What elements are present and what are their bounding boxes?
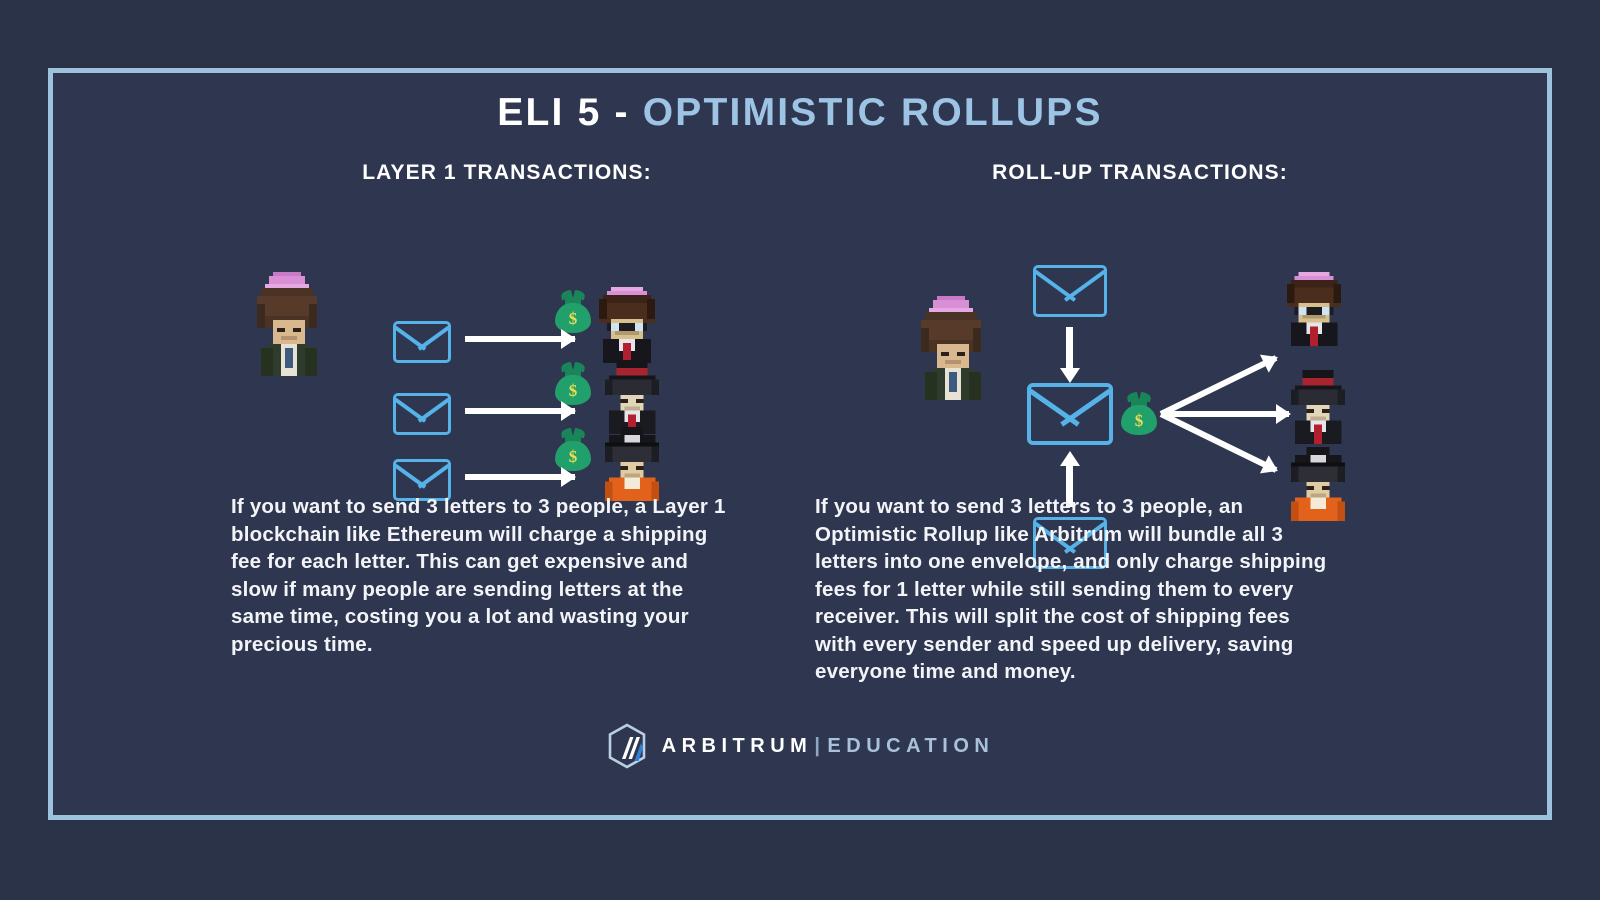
envelope-icon-1 [393,321,451,363]
speed-lines-bundle [987,393,1021,423]
receiver-avatar-tophat [604,360,660,434]
bag-body [555,303,591,333]
merge-arrow-bottom [1066,465,1073,507]
envelope-icon-3 [393,459,451,501]
infographic-frame: ELI 5 - OPTIMISTIC ROLLUPS LAYER 1 TRANS… [48,68,1552,820]
money-bag-icon-shared: $ [1119,391,1159,435]
envelope-flap [1031,387,1109,441]
speed-lines-1 [353,327,387,357]
speed-lines-2 [353,399,387,429]
incoming-envelope-top [1033,265,1107,317]
envelope-flap [396,324,448,360]
brand-separator: | [814,734,826,757]
brand-wordmark: ARBITRUM|EDUCATION [662,735,995,758]
title-highlight: OPTIMISTIC ROLLUPS [642,91,1103,134]
layer1-description: If you want to send 3 letters to 3 peopl… [231,495,726,656]
rollup-description: If you want to send 3 letters to 3 peopl… [815,495,1327,683]
dollar-symbol: $ [568,381,578,400]
envelope-icon-2 [393,393,451,435]
rollup-diagram: $ [883,203,1503,569]
receiver-avatar-sunglasses [1286,272,1342,346]
brand-name: ARBITRUM [661,734,813,757]
footer-brand: ARBITRUM|EDUCATION [53,723,1547,769]
envelope-flap [396,396,448,432]
envelope-flap [1036,268,1104,314]
title-prefix: ELI 5 - [497,91,643,134]
page-title: ELI 5 - OPTIMISTIC ROLLUPS [53,91,1547,135]
layer1-diagram: $ [53,203,793,501]
transfer-arrow-3 [465,474,575,480]
brand-sub-name: EDUCATION [827,734,995,757]
incoming-envelope-bottom [1033,517,1107,569]
fanout-arrow-top [1159,355,1278,417]
sender-avatar [921,296,981,400]
money-bag-icon-1: $ [553,289,593,333]
transfer-arrow-1 [465,336,575,342]
bag-neck [565,369,581,377]
money-bag-icon-3: $ [553,427,593,471]
receiver-avatar-sunglasses [599,287,655,363]
dollar-symbol: $ [568,447,578,466]
speed-lines-3 [353,465,387,495]
fanout-arrow-bottom [1159,411,1278,473]
bag-neck [565,297,581,305]
bag-neck [565,435,581,443]
bundled-envelope-icon [1027,383,1113,445]
sender-avatar [257,272,317,376]
transfer-arrow-2 [465,408,575,414]
bag-neck [1131,399,1147,407]
bag-body [1121,405,1157,435]
receiver-avatar-pirate [604,427,660,501]
fanout-arrow-middle [1161,411,1289,417]
heading-rollup: ROLL-UP TRANSACTIONS: [992,161,1288,184]
bag-body [555,375,591,405]
merge-arrow-top [1066,327,1073,369]
bag-body [555,441,591,471]
money-bag-icon-2: $ [553,361,593,405]
arbitrum-logo [608,723,645,769]
dollar-symbol: $ [568,309,578,328]
receiver-avatar-tophat [1290,370,1346,444]
receiver-avatar-pirate [1290,447,1346,521]
dollar-symbol: $ [1134,411,1144,430]
heading-layer1: LAYER 1 TRANSACTIONS: [362,161,652,184]
